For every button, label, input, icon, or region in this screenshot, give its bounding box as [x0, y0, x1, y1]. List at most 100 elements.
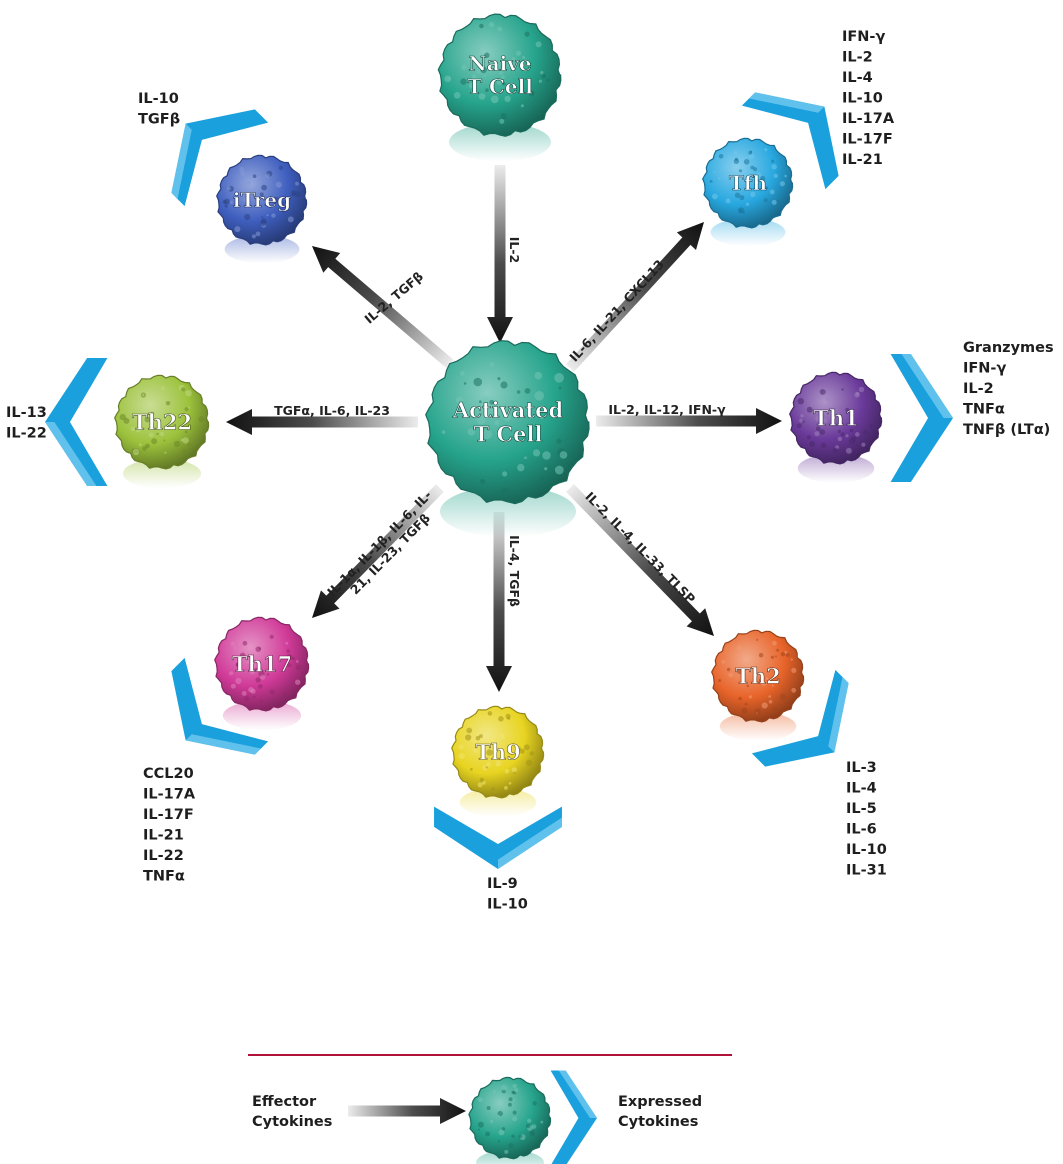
label-to-th1: IL-2, IL-12, IFN-γ: [608, 402, 726, 417]
arrow-naive-to-activated: [487, 165, 513, 343]
cell-tfh: Tfh: [702, 137, 794, 247]
expressed-cytokine: TNFβ (LTα): [963, 422, 1050, 438]
legend-effector-label-line: Cytokines: [252, 1114, 332, 1130]
cell-th2: Th2: [711, 629, 805, 741]
arrow-to-th22: [226, 409, 418, 435]
expressed-cytokine: IL-2: [963, 381, 994, 397]
chevron-th17: [171, 657, 269, 755]
expressed-cytokine: IL-5: [846, 801, 877, 817]
expressed-cytokine: IL-4: [842, 70, 873, 86]
effector-cytokine-label: IL-2, IL-4, IL-33, TLSP: [582, 489, 698, 607]
label-to-tfh: IL-6, IL-21, CXCL13: [566, 257, 667, 365]
cell-naive-reflection: [449, 123, 551, 162]
cytokines-th9: IL-9IL-10: [487, 876, 528, 913]
chevron-th9: [434, 806, 562, 869]
cell-th1-reflection: [797, 454, 875, 483]
cell-th17-reflection: [222, 700, 302, 731]
legend-arrow: [348, 1098, 466, 1124]
expressed-cytokine: IL-10: [846, 842, 887, 858]
arrow-to-th1: [596, 408, 782, 434]
cell-activated-label: Activated: [452, 398, 564, 423]
label-to-th9: IL-4, TGFβ: [507, 535, 522, 607]
effector-cytokine-label: IL-2: [507, 237, 522, 264]
expressed-cytokine: IL-10: [138, 91, 179, 107]
chevron-tfh: [741, 92, 839, 190]
cell-th22-reflection: [122, 458, 202, 489]
cell-tfh-body: [702, 137, 794, 229]
expressed-cytokine: IL-21: [143, 828, 184, 844]
legend-effector-label-line: Effector: [252, 1094, 317, 1110]
chevron-th2: [751, 669, 849, 767]
cell-th2-label: Th2: [735, 664, 781, 689]
cell-legend-body: [468, 1076, 552, 1160]
arrow-to-th9: [486, 512, 512, 692]
cell-th9-reflection: [459, 788, 537, 817]
cell-th1-label: Th1: [813, 406, 859, 431]
cell-legend: [468, 1076, 552, 1164]
chevrons-layer: [45, 92, 953, 1164]
expressed-cytokine: IL-17A: [842, 111, 895, 127]
expressed-cytokine: TNFα: [963, 402, 1005, 418]
legend-expressed-label-line: Cytokines: [618, 1114, 698, 1130]
expressed-cytokine: IL-31: [846, 863, 887, 879]
cell-th22: Th22: [114, 374, 210, 489]
expressed-cytokine: IL-21: [842, 152, 883, 168]
cell-naive-label: T Cell: [467, 75, 533, 99]
label-to-th2: IL-2, IL-4, IL-33, TLSP: [582, 489, 698, 607]
expressed-cytokine: IL-2: [842, 50, 873, 66]
expressed-cytokine: CCL20: [143, 766, 194, 782]
expressed-cytokine: IL-3: [846, 760, 877, 776]
chevron-th1: [890, 354, 953, 482]
cell-th9: Th9: [451, 705, 545, 817]
cell-activated-label: T Cell: [474, 422, 543, 447]
effector-cytokine-label: TGFα, IL-6, IL-23: [274, 403, 390, 418]
cell-itreg-reflection: [224, 235, 300, 264]
expressed-cytokine: TGFβ: [138, 112, 180, 128]
arrow-to-th2: [566, 484, 715, 637]
expressed-cytokine: Granzymes: [963, 340, 1054, 356]
expressed-cytokine: IL-10: [487, 897, 528, 913]
cell-th2-reflection: [719, 712, 797, 741]
expressed-cytokine: IL-17F: [842, 132, 893, 148]
expressed-cytokine: IFN-γ: [842, 29, 885, 45]
effector-cytokine-label: IL-4, TGFβ: [507, 535, 522, 607]
cell-naive-body: [437, 13, 562, 137]
cell-tfh-label: Tfh: [729, 171, 767, 195]
cell-th9-body: [451, 705, 545, 799]
chevron-th22: [45, 358, 108, 486]
label-naive-to-activated: IL-2: [507, 237, 522, 264]
expressed-cytokine: IL-22: [143, 848, 184, 864]
arrows-layer: [226, 165, 782, 1124]
cell-th17-body: [214, 616, 310, 712]
cell-itreg: iTreg: [216, 154, 308, 264]
expressed-cytokine: IL-17A: [143, 787, 196, 803]
effector-cytokine-label: IL-1α, IL-1β, IL-6, IL-: [324, 487, 434, 599]
chevron-itreg: [171, 109, 269, 207]
effector-cytokine-label: IL-2, IL-12, IFN-γ: [608, 402, 726, 417]
cell-itreg-body: [216, 154, 308, 246]
expressed-cytokine: IL-13: [6, 405, 47, 421]
cell-itreg-label: iTreg: [233, 188, 291, 212]
expressed-cytokine: IL-17F: [143, 807, 194, 823]
legend-expressed-label-line: Expressed: [618, 1094, 702, 1110]
cell-th17-label: Th17: [232, 652, 292, 677]
expressed-cytokine: IL-10: [842, 91, 883, 107]
expressed-cytokine: IL-9: [487, 876, 518, 892]
expressed-cytokine: IL-22: [6, 425, 47, 441]
expressed-cytokine: IL-6: [846, 822, 877, 838]
expressed-cytokine: IFN-γ: [963, 361, 1006, 377]
cell-th9-label: Th9: [475, 740, 521, 765]
